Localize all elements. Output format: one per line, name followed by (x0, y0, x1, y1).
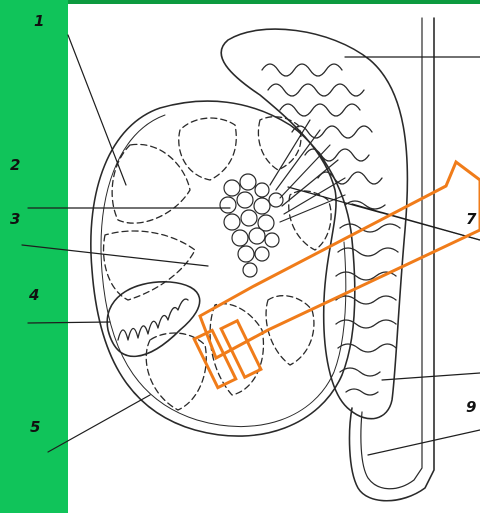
tunica-inner (101, 115, 346, 427)
label-5: 5 (30, 420, 40, 435)
efferent-ductules (270, 120, 345, 222)
tubule-lobule-outline (107, 282, 200, 357)
label-2: 2 (10, 158, 20, 173)
rete-testis (220, 174, 283, 277)
arrow-block (221, 321, 261, 377)
label-4: 4 (29, 288, 39, 303)
epididymis-coils-head (262, 64, 382, 184)
label-3: 3 (10, 212, 20, 227)
label-7: 7 (466, 212, 476, 227)
label-1: 1 (34, 14, 44, 29)
seminiferous-tubules (118, 299, 188, 340)
label-9: 9 (466, 400, 476, 415)
